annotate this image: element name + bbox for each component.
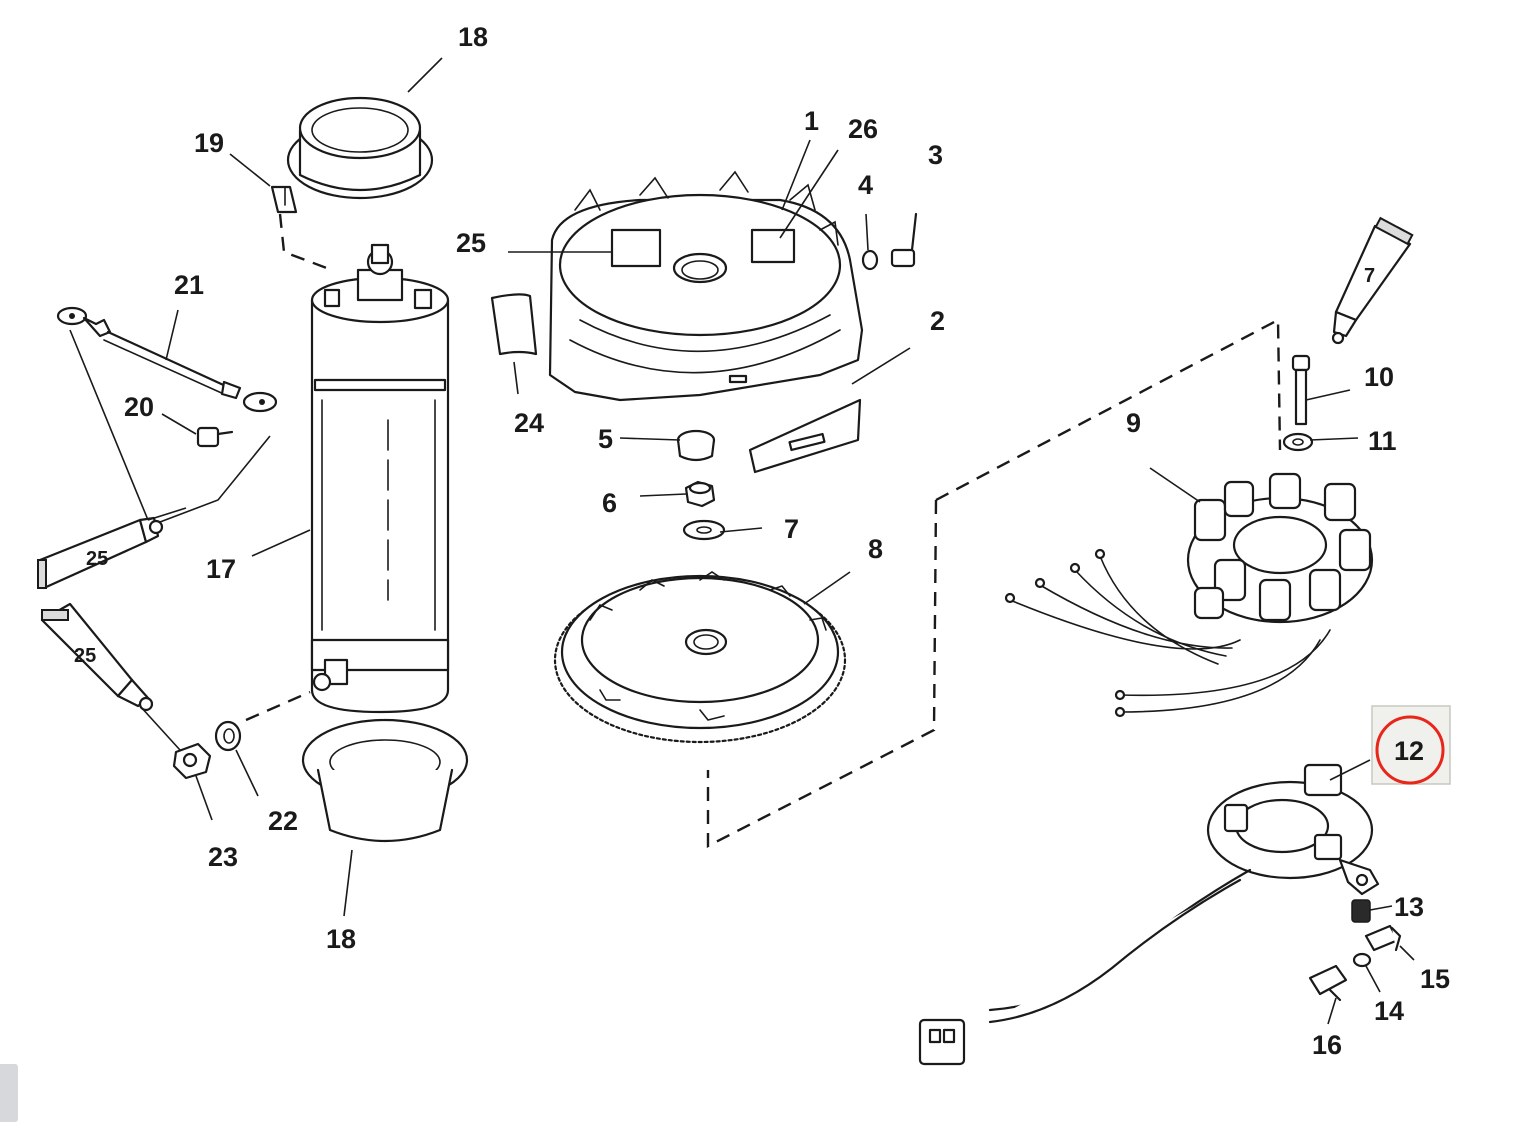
- sealant-tube-right: 7: [1331, 216, 1414, 345]
- callout-2: 2: [930, 306, 945, 336]
- hex-key-15: [1364, 924, 1402, 952]
- callout-16: 16: [1312, 1030, 1342, 1060]
- starter-motor: [310, 243, 450, 714]
- tube-label-25-upper: 25: [86, 548, 108, 570]
- callout-20: 20: [124, 392, 154, 422]
- callout-6: 6: [602, 488, 617, 518]
- callout-12: 12: [1394, 736, 1424, 766]
- callout-17: 17: [206, 554, 236, 584]
- tube-label-7: 7: [1364, 265, 1375, 287]
- callout-26: 26: [848, 114, 878, 144]
- bushing-bottom: [301, 718, 469, 843]
- callout-1: 1: [804, 106, 819, 136]
- side-panel-tab[interactable]: [0, 1064, 18, 1122]
- callout-15: 15: [1420, 964, 1450, 994]
- set-screw-13: [1351, 899, 1371, 923]
- stator: [1004, 472, 1374, 718]
- lock-washer-22: [214, 720, 242, 752]
- callout-9: 9: [1126, 408, 1141, 438]
- bolt-10: [1291, 354, 1311, 426]
- callout-3: 3: [928, 140, 943, 170]
- sealant-tube-lower: 25: [40, 602, 154, 712]
- nut-23: [172, 742, 212, 780]
- highlight-12: [1371, 705, 1451, 785]
- callout-11: 11: [1368, 426, 1397, 456]
- clamp-screw-16: [1308, 964, 1348, 1002]
- battery-cable: [56, 306, 278, 413]
- screw-3: [890, 212, 918, 268]
- callout-13: 13: [1394, 892, 1424, 922]
- callout-labels: 18 19 21 20 17 22 23 18 25 24 1 26 3 4 2…: [124, 22, 1450, 1060]
- flywheel-cover: [548, 170, 864, 402]
- tube-label-25-lower: 25: [74, 645, 96, 667]
- callout-8: 8: [868, 534, 883, 564]
- bushing-top: [286, 96, 434, 200]
- callout-24: 24: [514, 408, 544, 438]
- callout-10: 10: [1364, 362, 1394, 392]
- bracket-2: [748, 398, 862, 474]
- callout-23: 23: [208, 842, 238, 872]
- washer-4: [861, 249, 879, 271]
- callout-22: 22: [268, 806, 298, 836]
- washer-7: [682, 519, 726, 541]
- washer-11: [1282, 432, 1314, 452]
- callout-18-bottom: 18: [326, 924, 356, 954]
- clip: [270, 185, 298, 214]
- flywheel: [553, 571, 847, 744]
- callout-14: 14: [1374, 996, 1404, 1026]
- leader-lines: [69, 57, 1415, 1025]
- sealant-tube-upper: 25: [37, 516, 164, 590]
- callout-19: 19: [194, 128, 224, 158]
- callout-4: 4: [858, 170, 873, 200]
- callout-18-top: 18: [458, 22, 488, 52]
- callout-5: 5: [598, 424, 613, 454]
- cap-5: [676, 429, 716, 462]
- bolt-20: [196, 426, 234, 448]
- trigger-assembly: [918, 763, 1380, 1066]
- assembly-lines: [245, 213, 1282, 848]
- washer-14: [1352, 952, 1372, 968]
- callout-21: 21: [174, 270, 204, 300]
- callout-25: 25: [456, 228, 486, 258]
- decal-24: [490, 293, 538, 356]
- nut-6: [684, 480, 716, 508]
- callout-7: 7: [784, 514, 799, 544]
